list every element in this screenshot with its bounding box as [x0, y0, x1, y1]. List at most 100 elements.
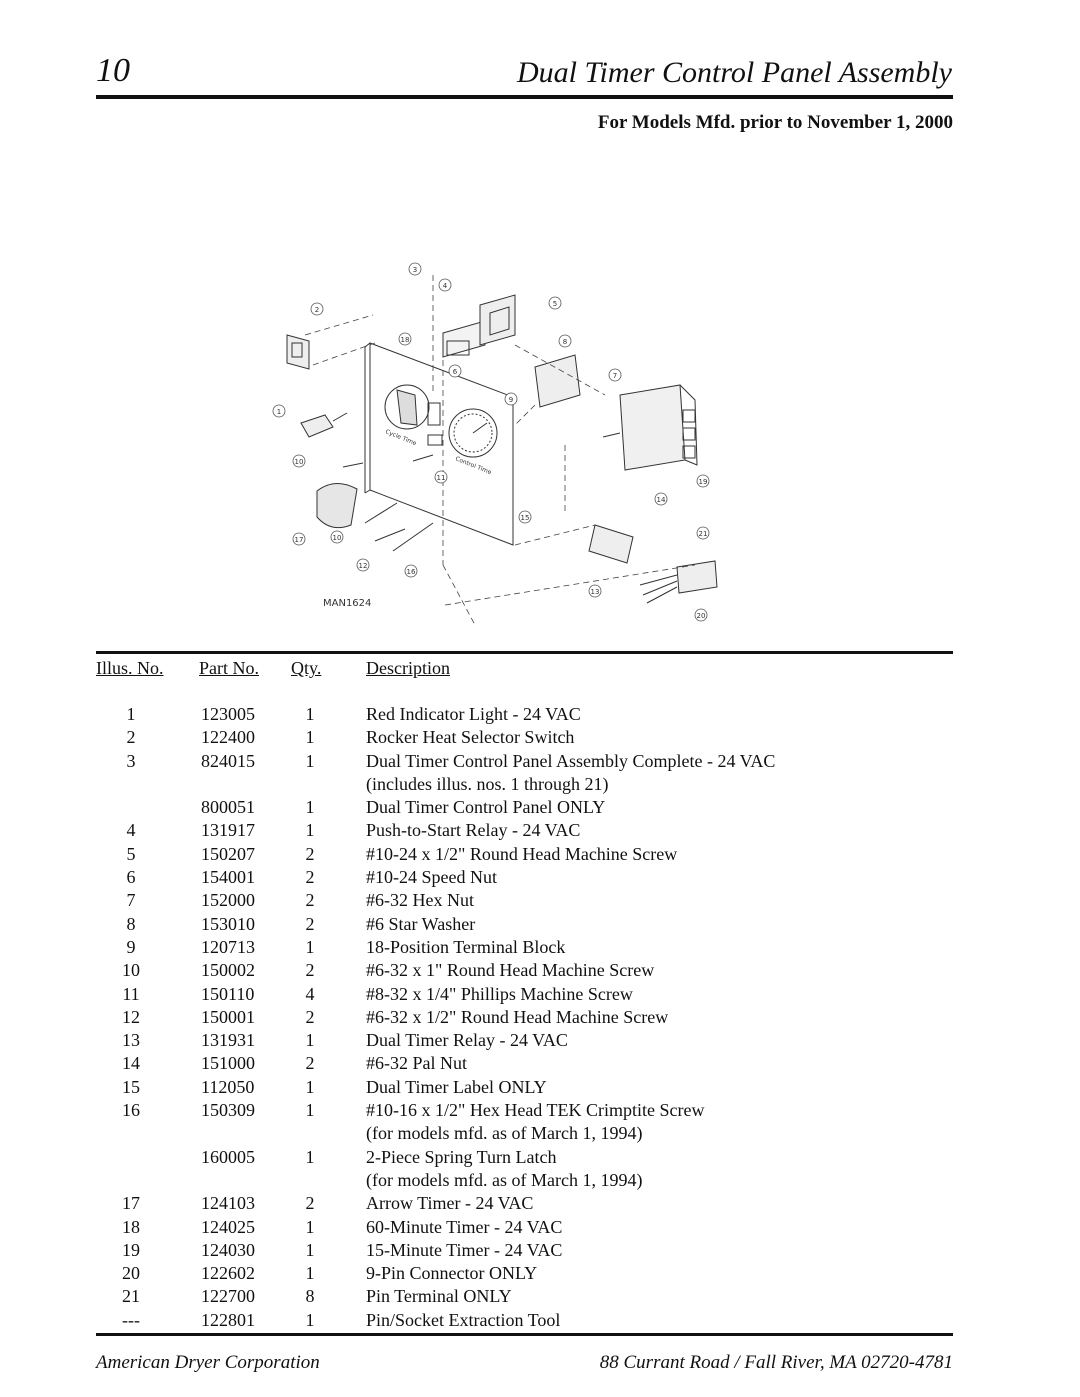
quantity: 2	[305, 1053, 315, 1074]
description: 60-Minute Timer - 24 VAC	[366, 1216, 563, 1237]
col-header-qty: Qty.	[291, 658, 322, 678]
callout-label: 14	[657, 496, 666, 504]
terminal-block-shape	[534, 354, 581, 408]
callout-label: 21	[699, 530, 708, 538]
illus-number: 19	[122, 1239, 140, 1260]
description: #10-24 Speed Nut	[366, 867, 497, 888]
quantity: 1	[305, 820, 315, 841]
quantity: 1	[305, 1030, 315, 1051]
callout-label: 9	[509, 396, 513, 404]
part-number: 124025	[201, 1216, 255, 1237]
description: #6-32 x 1/2" Round Head Machine Screw	[366, 1006, 669, 1027]
part-number: 122400	[201, 727, 255, 748]
illus-number: 4	[126, 820, 136, 841]
part-number: 150309	[201, 1100, 255, 1121]
description: 15-Minute Timer - 24 VAC	[366, 1239, 563, 1260]
callout-label: 10	[333, 534, 342, 542]
callout-label: 18	[401, 336, 410, 344]
sixty-minute-timer-dial	[384, 384, 430, 430]
description: Pin Terminal ONLY	[366, 1286, 512, 1307]
dual-timer-relay-shape	[588, 524, 634, 564]
illus-number: 16	[122, 1100, 140, 1121]
illus-number: 14	[122, 1053, 140, 1074]
description: (includes illus. nos. 1 through 21)	[366, 773, 609, 794]
drawing-code: MAN1624	[323, 598, 371, 609]
quantity: 1	[305, 1216, 315, 1237]
part-number: 154001	[201, 867, 255, 888]
quantity: 1	[305, 1263, 315, 1284]
quantity: 2	[305, 960, 315, 981]
push-start-relay-shape	[442, 320, 486, 358]
quantity: 1	[305, 1239, 315, 1260]
dial-label: Control Time	[454, 455, 492, 476]
description: #6-32 Pal Nut	[366, 1053, 467, 1074]
quantity: 8	[305, 1286, 315, 1307]
col-header-illus: Illus. No.	[96, 658, 164, 678]
callout-label: 7	[613, 372, 617, 380]
illus-number: 20	[122, 1263, 140, 1284]
quantity: 1	[305, 936, 315, 957]
description: 9-Pin Connector ONLY	[366, 1263, 538, 1284]
callout-label: 11	[437, 474, 446, 482]
arrow-timer-knob-shape	[316, 483, 358, 529]
quantity: 2	[305, 843, 315, 864]
callout-label: 8	[563, 338, 567, 346]
part-number: 131931	[201, 1030, 255, 1051]
nine-pin-connector-shape	[676, 560, 718, 594]
table-rule	[96, 651, 953, 654]
page-number: 10	[96, 52, 130, 89]
part-number: 160005	[201, 1146, 255, 1167]
description: #10-24 x 1/2" Round Head Machine Screw	[366, 843, 678, 864]
quantity: 1	[305, 797, 315, 818]
quantity: 2	[305, 867, 315, 888]
description: Dual Timer Control Panel Assembly Comple…	[366, 750, 776, 771]
part-number: 122602	[201, 1263, 255, 1284]
illus-number: 12	[122, 1006, 140, 1027]
description: Dual Timer Relay - 24 VAC	[366, 1030, 568, 1051]
quantity: 1	[305, 1146, 315, 1167]
page-subtitle: For Models Mfd. prior to November 1, 200…	[597, 112, 953, 133]
callout-label: 3	[413, 266, 417, 274]
col-header-desc: Description	[366, 658, 450, 678]
callout-label: 6	[453, 368, 458, 376]
fifteen-minute-timer-dial	[448, 408, 498, 458]
control-panel-shape	[369, 342, 514, 546]
parts-row: 6 154001 2 #10-24 Speed Nut	[0, 866, 1080, 889]
description: Red Indicator Light - 24 VAC	[366, 704, 581, 724]
illus-number: 6	[126, 867, 136, 888]
part-number: 800051	[201, 797, 255, 818]
illus-number: 2	[126, 727, 136, 748]
part-number: 112050	[201, 1076, 255, 1097]
exploded-parts-diagram: 3 4 5 2 18 8 6 7 9 1 10 11 19 14 15 17 1…	[272, 262, 718, 626]
quantity: 2	[305, 1006, 315, 1027]
parts-row: (for models mfd. as of March 1, 1994)	[0, 1122, 1080, 1145]
illus-number: 1	[126, 704, 136, 724]
callout-label: 20	[697, 612, 706, 620]
part-number: 150002	[201, 960, 255, 981]
illus-number: 13	[122, 1030, 140, 1051]
illus-number: ---	[122, 1309, 140, 1330]
illus-number: 10	[122, 960, 140, 981]
callout-label: 15	[521, 514, 530, 522]
part-number: 152000	[201, 890, 255, 911]
description: Dual Timer Label ONLY	[366, 1076, 547, 1097]
parts-row: 20 122602 1 9-Pin Connector ONLY	[0, 1262, 1080, 1285]
part-number: 124103	[201, 1193, 255, 1214]
description: Pin/Socket Extraction Tool	[366, 1309, 561, 1330]
illus-number: 21	[122, 1286, 140, 1307]
footer-rule	[96, 1333, 953, 1336]
quantity: 2	[305, 890, 315, 911]
quantity: 1	[305, 727, 315, 748]
callout-label: 19	[699, 478, 708, 486]
callout-label: 17	[295, 536, 304, 544]
